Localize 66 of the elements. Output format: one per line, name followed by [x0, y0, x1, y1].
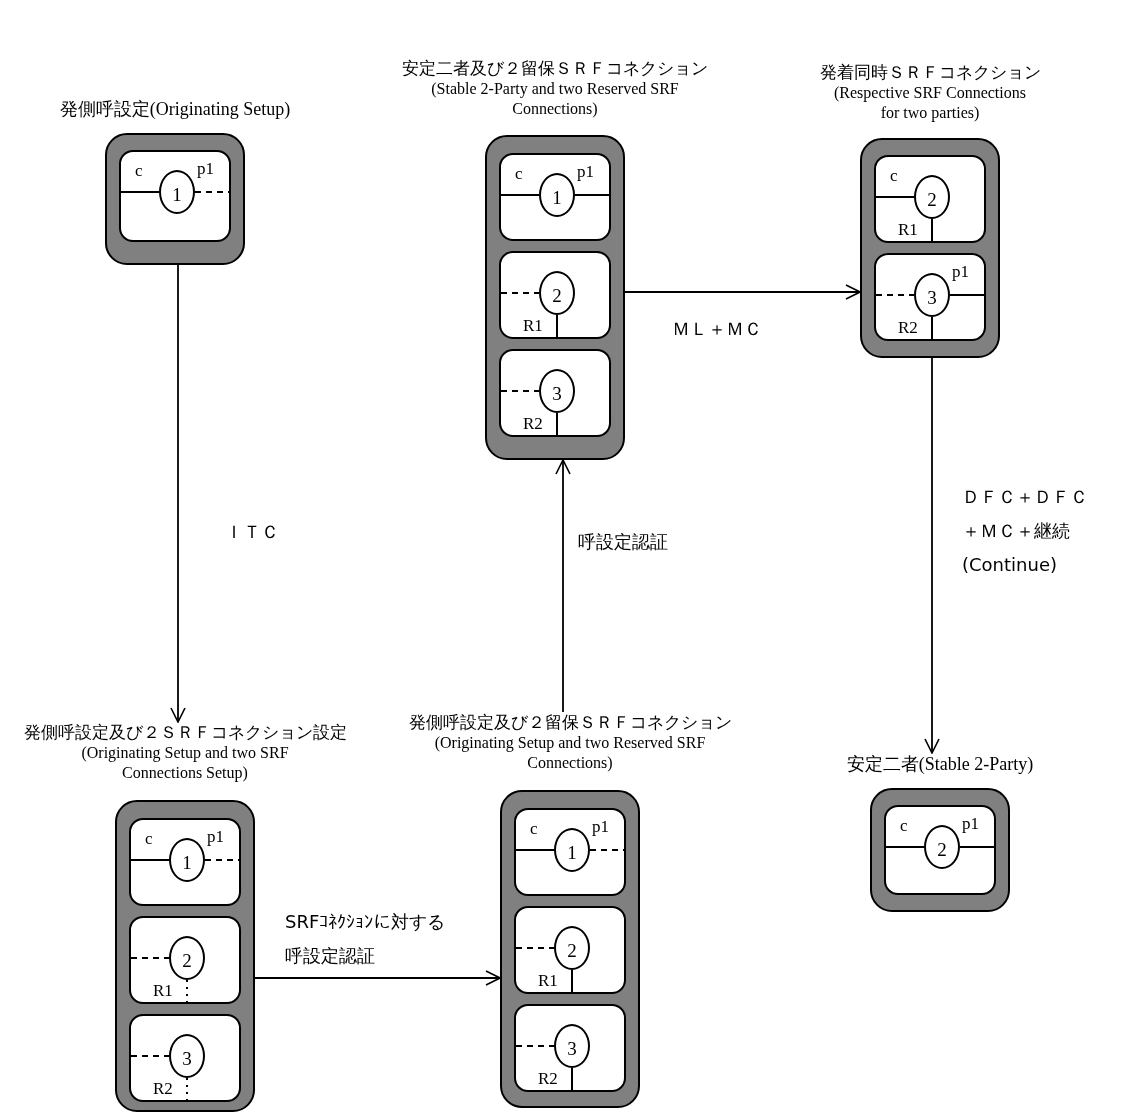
arrow: [170, 264, 186, 723]
party-circle: 1: [554, 828, 590, 872]
leg-box: [499, 153, 611, 241]
state-title: 発側呼設定(Originating Setup): [59, 98, 291, 121]
leg-box: [874, 155, 986, 243]
party-circle: 1: [169, 838, 205, 882]
port-label: R2: [538, 1070, 558, 1087]
port-label: R1: [538, 972, 558, 989]
party-circle: 3: [539, 369, 575, 413]
port-label: R1: [898, 221, 918, 238]
port-label: c: [145, 830, 153, 847]
party-circle: 3: [169, 1034, 205, 1078]
port-label: p1: [962, 815, 979, 832]
port-label: R2: [153, 1080, 173, 1097]
port-label: R1: [153, 982, 173, 999]
leg-box: [514, 906, 626, 994]
leg-box: [129, 916, 241, 1004]
port-label: p1: [197, 160, 214, 177]
arrow: [624, 284, 861, 300]
port-label: c: [135, 162, 143, 179]
state-title: 発着同時ＳＲＦコネクション: [819, 62, 1041, 84]
state-subtitle: (Respective SRF Connections for two parties): [833, 83, 1027, 124]
state-subtitle: (Stable 2-Party and two Reserved SRF Connections): [430, 79, 680, 120]
edge-label: ＤＦＣ＋ＤＦＣ＋ＭＣ＋継続(Continue): [962, 485, 1088, 578]
port-label: R2: [898, 319, 918, 336]
state-title: 発側呼設定及び２留保ＳＲＦコネクション: [408, 712, 732, 734]
edge-label: ＩＴＣ: [225, 520, 279, 544]
party-circle: 3: [554, 1024, 590, 1068]
state-title: 発側呼設定及び２ＳＲＦコネクション設定: [23, 722, 347, 744]
leg-box: [884, 805, 996, 895]
party-circle: 1: [159, 170, 195, 214]
port-label: c: [530, 820, 538, 837]
port-label: p1: [207, 828, 224, 845]
leg-box: [499, 251, 611, 339]
port-label: p1: [577, 163, 594, 180]
port-label: p1: [952, 263, 969, 280]
party-circle: 2: [914, 175, 950, 219]
party-circle: 2: [554, 926, 590, 970]
state-subtitle: (Originating Setup and two Reserved SRF Connections): [433, 733, 707, 774]
leg-box: [514, 1004, 626, 1092]
party-circle: 2: [924, 825, 960, 869]
leg-box: [874, 253, 986, 341]
edge-label: 呼設定認証: [578, 530, 668, 554]
port-label: c: [515, 165, 523, 182]
port-label: c: [890, 167, 898, 184]
port-label: p1: [592, 818, 609, 835]
party-circle: 1: [539, 173, 575, 217]
arrow: [555, 459, 571, 713]
leg-box: [514, 808, 626, 896]
leg-box: [119, 150, 231, 242]
leg-box: [129, 818, 241, 906]
port-label: R1: [523, 317, 543, 334]
port-label: R2: [523, 415, 543, 432]
port-label: c: [900, 817, 908, 834]
state-title: 安定二者及び２留保ＳＲＦコネクション: [402, 58, 708, 80]
leg-box: [499, 349, 611, 437]
edge-label: SRFｺﾈｸｼｮﾝに対する呼設定認証: [285, 910, 447, 969]
party-circle: 2: [169, 936, 205, 980]
state-title: 安定二者(Stable 2-Party): [846, 753, 1034, 776]
arrow: [254, 970, 501, 986]
state-subtitle: (Originating Setup and two SRF Connections Setup): [80, 743, 290, 784]
edge-label: ＭＬ＋ＭＣ: [672, 317, 762, 341]
arrow: [924, 357, 940, 754]
leg-box: [129, 1014, 241, 1102]
party-circle: 2: [539, 271, 575, 315]
party-circle: 3: [914, 273, 950, 317]
